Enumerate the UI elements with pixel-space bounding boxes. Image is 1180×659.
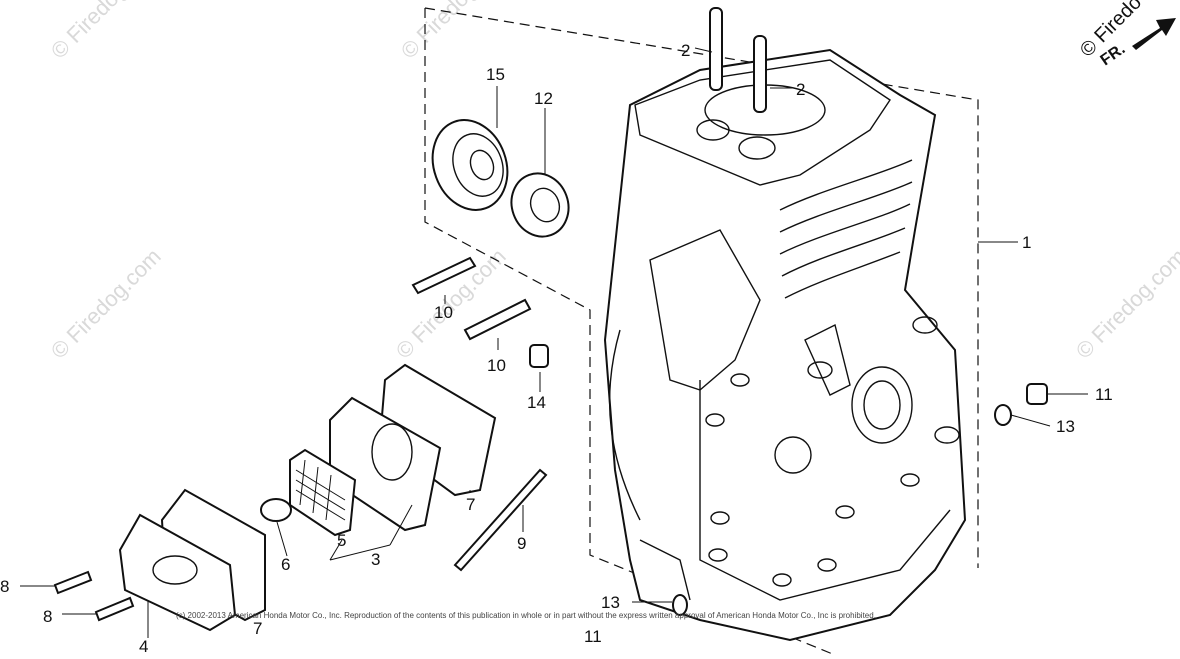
- callout-7: 7: [253, 619, 262, 638]
- callout-12: 12: [534, 89, 553, 108]
- bolts-and-washers: [53, 383, 1048, 622]
- callout-6: 6: [281, 555, 290, 574]
- callout-7: 7: [466, 495, 475, 514]
- bearing-and-seal: [431, 119, 570, 238]
- watermark-text: © Firedog.com: [46, 244, 166, 364]
- callout-8: 8: [0, 577, 9, 596]
- callouts: 1 2 2 15 12 10 10 14 11 13 7 5 3 9 6 8 8…: [0, 41, 1113, 656]
- callout-5: 5: [337, 531, 346, 550]
- callout-4: 4: [139, 637, 148, 656]
- callout-14: 14: [527, 393, 546, 412]
- callout-13: 13: [1056, 417, 1075, 436]
- callout-11: 11: [584, 627, 602, 646]
- callout-10: 10: [487, 356, 506, 375]
- leader-lines: [20, 47, 1088, 638]
- callout-3: 3: [371, 550, 380, 569]
- callout-10: 10: [434, 303, 453, 322]
- callout-8: 8: [43, 607, 52, 626]
- front-direction-indicator: © Firedo FR.: [1076, 0, 1176, 69]
- front-arrow-icon: [1132, 18, 1176, 50]
- dowel-pins: [709, 7, 767, 113]
- callout-9: 9: [517, 534, 526, 553]
- copyright-notice: (c) 2002-2013 American Honda Motor Co., …: [176, 611, 876, 620]
- studs: [411, 256, 549, 572]
- watermark-text: © Firedog.com: [1071, 244, 1180, 364]
- assembly-boundary: [424, 7, 979, 656]
- callout-11: 11: [1095, 385, 1113, 404]
- callout-13: 13: [601, 593, 620, 612]
- callout-15: 15: [486, 65, 505, 84]
- cylinder-block: [603, 48, 967, 642]
- watermark-text: © Firedog.com: [46, 0, 166, 64]
- callout-1: 1: [1022, 233, 1031, 252]
- callout-2: 2: [681, 41, 690, 60]
- callout-2: 2: [796, 80, 805, 99]
- breather-assembly: [118, 363, 497, 632]
- watermark-text: © Firedog.com: [396, 0, 516, 64]
